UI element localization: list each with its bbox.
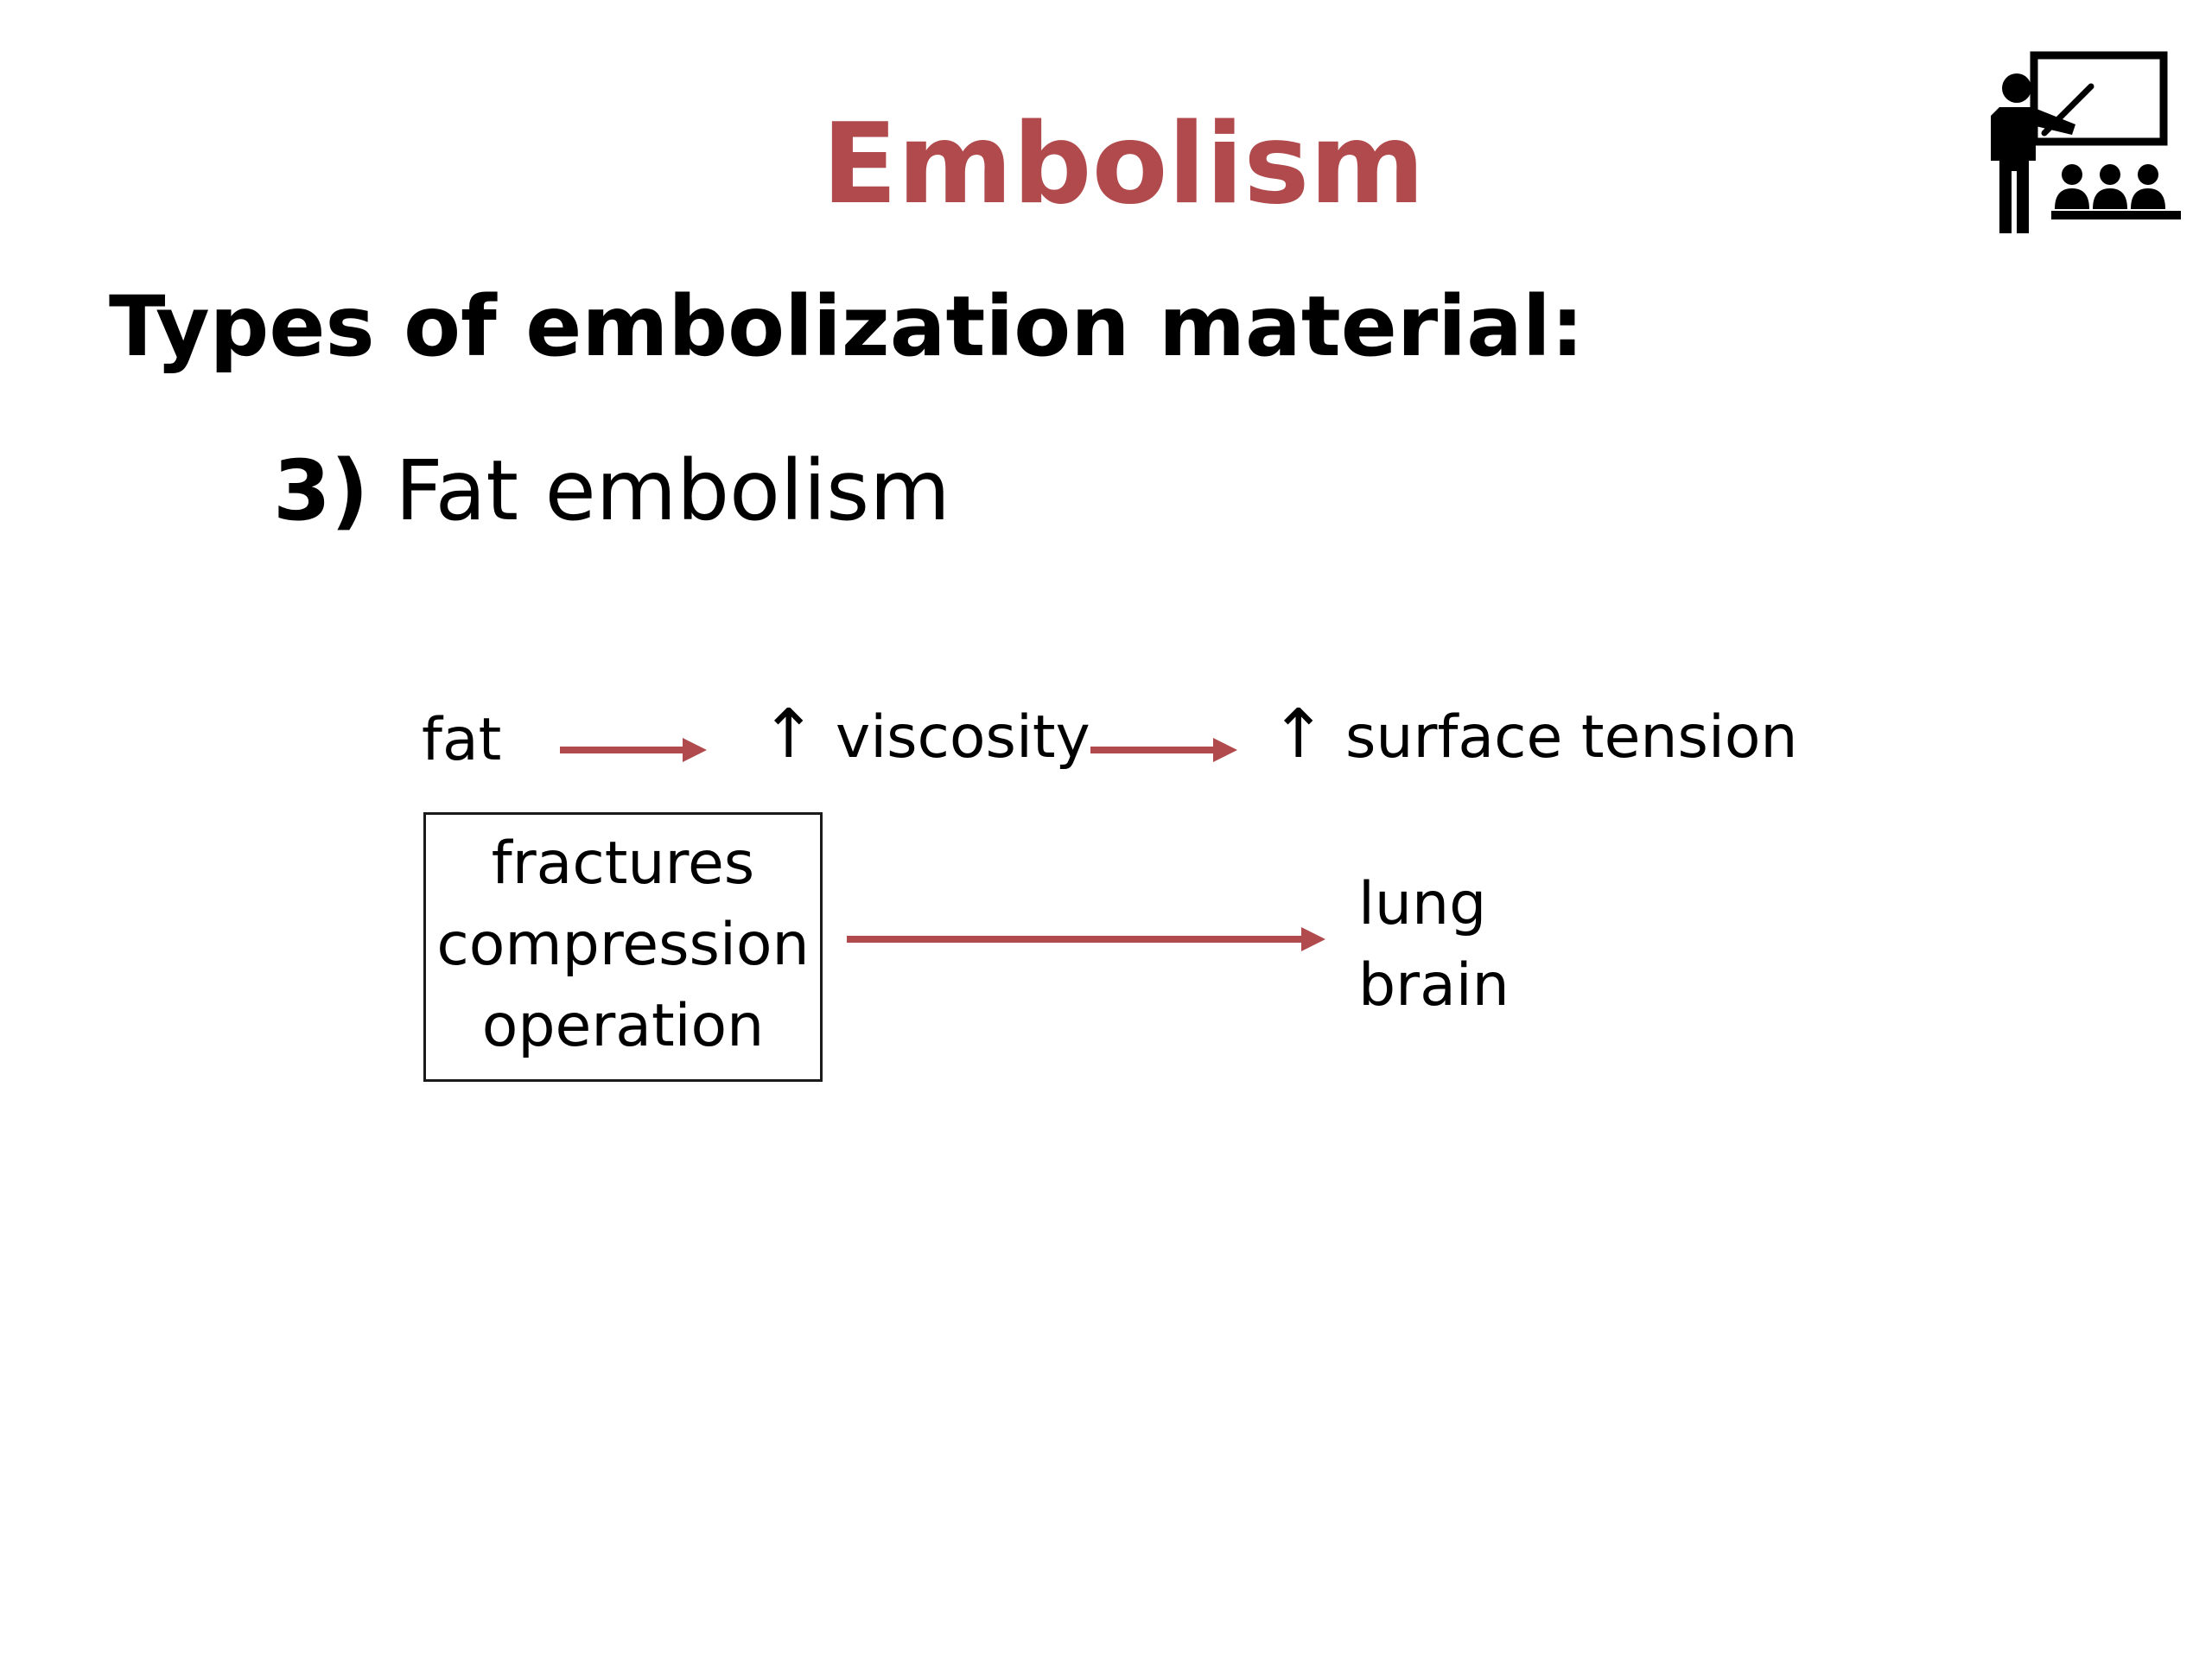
teacher-with-board-icon: [1979, 50, 2186, 240]
flow-node-surface-tension-label: surface tension: [1344, 703, 1798, 772]
flow-node-viscosity: ↑ viscosity: [760, 698, 1090, 774]
cause-item: operation: [481, 992, 765, 1060]
target-item: lung: [1358, 870, 1487, 938]
flow-node-fat: fat: [422, 706, 502, 774]
arrow-causes-to-targets: [847, 927, 1325, 951]
subsection-number: 3): [273, 442, 369, 539]
cause-item: compression: [436, 911, 810, 979]
subsection-label: Fat embolism: [395, 442, 950, 539]
subsection-title: 3) Fat embolism: [273, 439, 950, 543]
cause-item: fractures: [491, 830, 755, 898]
flow-node-viscosity-label: viscosity: [835, 703, 1090, 772]
slide-title: Embolism: [822, 100, 1425, 229]
causes-box: fractures compression operation: [423, 812, 823, 1082]
flow-node-surface-tension: ↑ surface tension: [1270, 698, 1798, 774]
up-arrow-icon: ↑: [1270, 696, 1327, 773]
up-arrow-icon: ↑: [760, 696, 817, 773]
arrow-viscosity-to-surface-tension: [1090, 738, 1237, 762]
target-item: brain: [1358, 951, 1510, 1020]
arrow-fat-to-viscosity: [560, 738, 707, 762]
section-heading: Types of embolization material:: [109, 278, 1585, 375]
target-organs: lung brain: [1358, 864, 1510, 1027]
